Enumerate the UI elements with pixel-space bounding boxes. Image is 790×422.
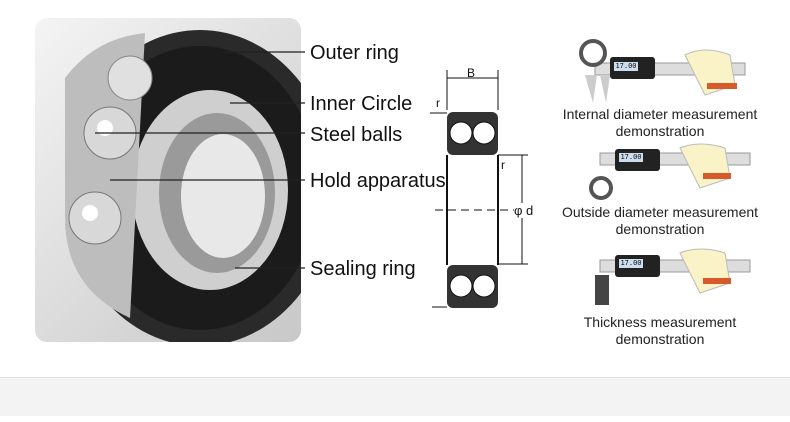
dimension-bore: φ d <box>514 203 534 218</box>
footer-band <box>0 377 790 416</box>
leader-lines <box>95 51 305 269</box>
label-sealing-ring: Sealing ring <box>310 258 416 280</box>
caliper-thickness-image <box>595 248 751 305</box>
bearing-photo <box>35 18 301 342</box>
label-hold-apparatus: Hold apparatus <box>310 170 446 192</box>
caliper-outside-reading: 17.00 <box>619 153 643 162</box>
dimension-r-top: r <box>436 96 440 110</box>
label-steel-balls: Steel balls <box>310 124 403 146</box>
caliper-outside-image <box>589 143 751 200</box>
label-outer-ring: Outer ring <box>310 42 399 64</box>
dimension-r-inner: r <box>501 158 505 172</box>
caliper-internal-reading: 17.00 <box>614 62 638 71</box>
caliper-thickness-reading: 17.00 <box>619 259 643 268</box>
label-inner-circle: Inner Circle <box>310 93 413 115</box>
cross-section-drawing <box>430 70 528 308</box>
caliper-internal-image <box>579 39 746 103</box>
dimension-b: B <box>467 66 476 80</box>
